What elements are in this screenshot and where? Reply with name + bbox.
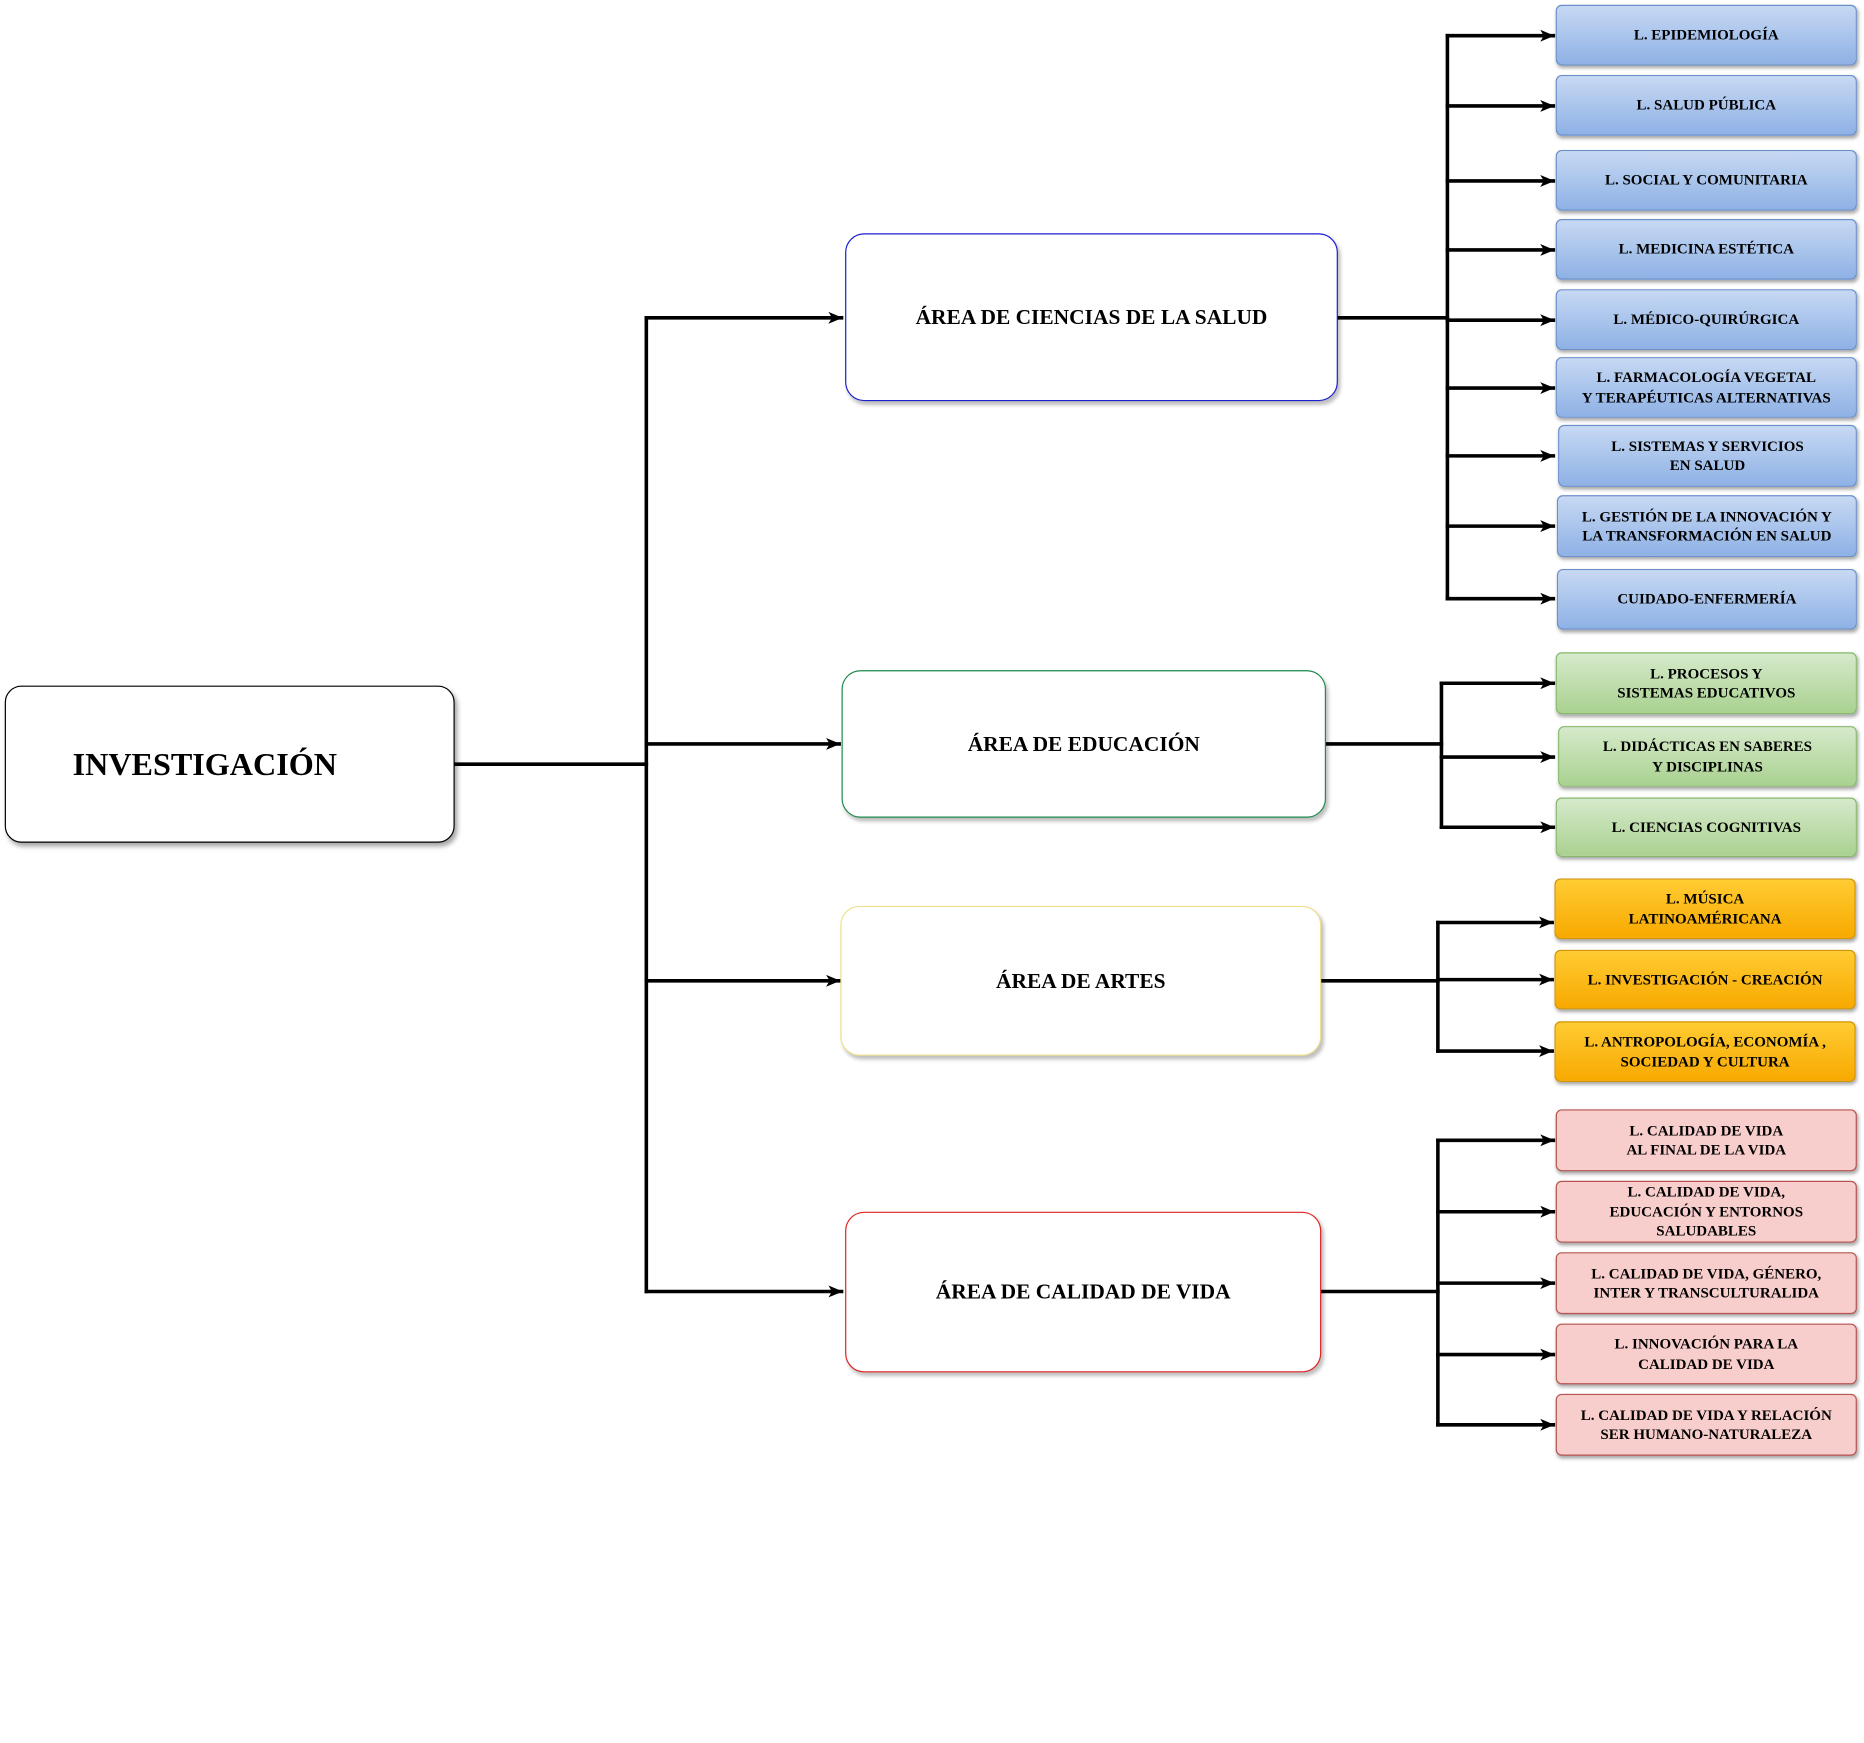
line-procesos-sistemas-educativos: L. PROCESOS Y SISTEMAS EDUCATIVOS xyxy=(1555,652,1857,715)
line-calidad-final-vida: L. CALIDAD DE VIDA AL FINAL DE LA VIDA xyxy=(1555,1109,1857,1172)
line-label: CUIDADO-ENFERMERÍA xyxy=(1617,590,1797,608)
line-label: L. SISTEMAS Y SERVICIOS EN SALUD xyxy=(1611,437,1804,474)
line-sistemas-servicios: L. SISTEMAS Y SERVICIOS EN SALUD xyxy=(1558,424,1857,487)
line-salud-publica: L. SALUD PÚBLICA xyxy=(1555,74,1857,136)
area-label: ÁREA DE CALIDAD DE VIDA xyxy=(935,1279,1231,1304)
line-label: L. MÉDICO-QUIRÚRGICA xyxy=(1613,310,1800,328)
line-label: L. CIENCIAS COGNITIVAS xyxy=(1611,818,1801,836)
line-antropologia: L. ANTROPOLOGÍA, ECONOMÍA , SOCIEDAD Y C… xyxy=(1554,1021,1856,1082)
line-label: L. SALUD PÚBLICA xyxy=(1636,96,1777,114)
line-medicina-estetica: L. MEDICINA ESTÉTICA xyxy=(1555,219,1857,280)
line-investigacion-creacion: L. INVESTIGACIÓN - CREACIÓN xyxy=(1554,949,1856,1010)
line-ciencias-cognitivas: L. CIENCIAS COGNITIVAS xyxy=(1555,797,1857,858)
line-label: L. SOCIAL Y COMUNITARIA xyxy=(1604,171,1808,189)
line-medico-quirurgica: L. MÉDICO-QUIRÚRGICA xyxy=(1555,289,1857,350)
root-node-investigacion: INVESTIGACIÓN xyxy=(4,685,455,843)
area-label: ÁREA DE CIENCIAS DE LA SALUD xyxy=(915,304,1268,329)
line-label: L. EPIDEMIOLOGÍA xyxy=(1633,26,1779,44)
line-epidemiologia: L. EPIDEMIOLOGÍA xyxy=(1555,4,1857,66)
area-label: ÁREA DE ARTES xyxy=(996,968,1166,993)
line-label: L. CALIDAD DE VIDA, EDUCACIÓN Y ENTORNOS… xyxy=(1609,1183,1804,1240)
line-didacticas: L. DIDÁCTICAS EN SABERES Y DISCIPLINAS xyxy=(1558,726,1857,787)
line-musica-latinoamericana: L. MÚSICA LATINOAMÉRICANA xyxy=(1554,878,1856,940)
area-ciencias-salud: ÁREA DE CIENCIAS DE LA SALUD xyxy=(845,233,1338,402)
area-educacion: ÁREA DE EDUCACIÓN xyxy=(841,670,1326,818)
line-calidad-educacion-entornos: L. CALIDAD DE VIDA, EDUCACIÓN Y ENTORNOS… xyxy=(1555,1180,1857,1243)
line-calidad-naturaleza: L. CALIDAD DE VIDA Y RELACIÓN SER HUMANO… xyxy=(1555,1393,1857,1456)
line-label: L. ANTROPOLOGÍA, ECONOMÍA , SOCIEDAD Y C… xyxy=(1584,1033,1826,1070)
line-label: L. MÚSICA LATINOAMÉRICANA xyxy=(1628,890,1782,927)
line-gestion-innovacion: L. GESTIÓN DE LA INNOVACIÓN Y LA TRANSFO… xyxy=(1556,495,1857,558)
line-label: L. MEDICINA ESTÉTICA xyxy=(1618,240,1794,258)
area-artes: ÁREA DE ARTES xyxy=(840,905,1322,1056)
line-label: L. CALIDAD DE VIDA Y RELACIÓN SER HUMANO… xyxy=(1580,1406,1832,1443)
line-label: L. INNOVACIÓN PARA LA CALIDAD DE VIDA xyxy=(1614,1335,1799,1372)
line-label: L. CALIDAD DE VIDA, GÉNERO, INTER Y TRAN… xyxy=(1591,1264,1822,1301)
root-label: INVESTIGACIÓN xyxy=(72,745,337,782)
connector-lines xyxy=(452,29,1556,1431)
line-label: L. DIDÁCTICAS EN SABERES Y DISCIPLINAS xyxy=(1602,737,1813,775)
area-label: ÁREA DE EDUCACIÓN xyxy=(967,731,1200,756)
line-label: L. FARMACOLOGÍA VEGETAL Y TERAPÉUTICAS A… xyxy=(1581,368,1831,406)
line-label: L. GESTIÓN DE LA INNOVACIÓN Y LA TRANSFO… xyxy=(1581,507,1832,544)
line-calidad-genero: L. CALIDAD DE VIDA, GÉNERO, INTER Y TRAN… xyxy=(1555,1252,1857,1315)
line-label: L. CALIDAD DE VIDA AL FINAL DE LA VIDA xyxy=(1626,1121,1787,1159)
line-label: L. PROCESOS Y SISTEMAS EDUCATIVOS xyxy=(1617,664,1796,702)
line-label: L. INVESTIGACIÓN - CREACIÓN xyxy=(1587,970,1823,988)
line-innovacion-calidad: L. INNOVACIÓN PARA LA CALIDAD DE VIDA xyxy=(1555,1323,1857,1385)
line-social-comunitaria: L. SOCIAL Y COMUNITARIA xyxy=(1555,149,1857,211)
line-farmacologia-vegetal: L. FARMACOLOGÍA VEGETAL Y TERAPÉUTICAS A… xyxy=(1555,357,1857,418)
area-calidad-vida: ÁREA DE CALIDAD DE VIDA xyxy=(845,1211,1322,1373)
line-cuidado-enfermeria: CUIDADO-ENFERMERÍA xyxy=(1556,568,1857,630)
